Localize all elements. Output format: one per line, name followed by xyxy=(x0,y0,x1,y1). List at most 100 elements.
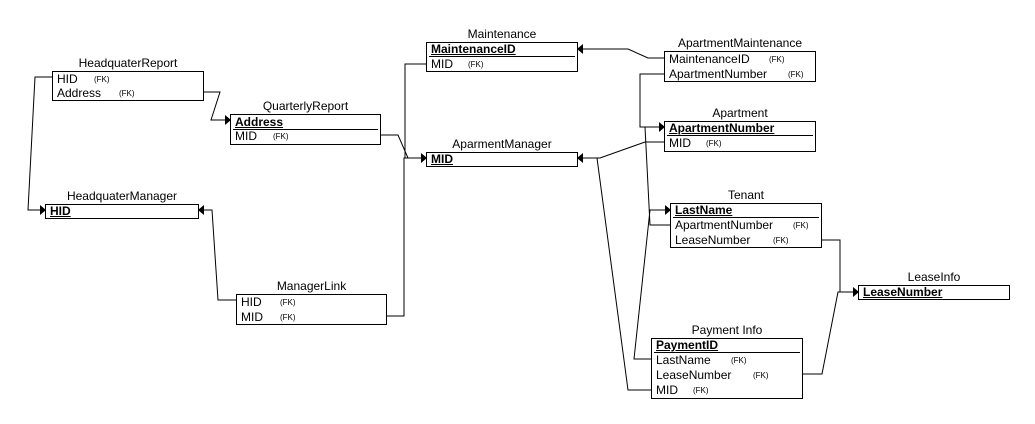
field-label: ApartmentNumber xyxy=(675,218,774,232)
arrow-quarterly xyxy=(225,115,231,125)
fk-tag: (FK) xyxy=(769,55,785,64)
field-label: MID xyxy=(656,383,678,397)
entity-apartment-maintenance: ApartmentMaintenance MaintenanceID (FK) A… xyxy=(664,36,816,82)
pk-divider xyxy=(667,135,813,136)
link-hqreport-quarterly xyxy=(203,91,230,121)
entity-manager-link: ManagerLink HID (FK) MID (FK) xyxy=(236,279,387,325)
entity-box: HID(FK) Address (FK) xyxy=(52,71,204,101)
primary-key-lastname: LastName xyxy=(675,203,733,217)
arrow-leaseinfo xyxy=(853,287,859,297)
field-hid: HID(FK) xyxy=(57,72,201,87)
pk-divider xyxy=(673,217,819,218)
link-aptmaint-maintenance xyxy=(578,48,664,59)
field-label: HID xyxy=(241,295,262,309)
field-label: MID xyxy=(241,310,263,324)
entity-lease-info: LeaseInfo LeaseNumber xyxy=(858,270,1010,300)
entity-box: ApartmentNumber MID(FK) xyxy=(664,121,816,152)
link-tenant-leaseinfo xyxy=(821,239,858,293)
fk-tag: (FK) xyxy=(280,313,296,322)
field-mid: MID (FK) xyxy=(241,310,384,325)
primary-key-leasenumber: LeaseNumber xyxy=(863,285,943,299)
entity-tenant: Tenant LastName ApartmentNumber (FK) Leas… xyxy=(670,188,822,248)
field-hid: HID (FK) xyxy=(241,295,384,310)
field-label: ApartmentNumber xyxy=(669,67,768,81)
entity-title: ApartmentMaintenance xyxy=(677,36,803,50)
field-maintenanceid: MaintenanceID (FK) xyxy=(669,52,813,67)
primary-key-apartmentnumber: ApartmentNumber xyxy=(669,121,775,135)
entity-title: Maintenance xyxy=(467,27,537,41)
fk-tag: (FK) xyxy=(753,371,769,380)
field-lastname: LastName (FK) xyxy=(656,353,800,368)
fk-tag: (FK) xyxy=(773,236,789,245)
field-label: MID xyxy=(669,136,691,150)
link-managerlink-aptmanager xyxy=(386,157,426,317)
field-label: LeaseNumber xyxy=(656,368,732,382)
field-label: MaintenanceID xyxy=(669,52,750,66)
entity-quarterly-report: QuarterlyReport Address MID(FK) xyxy=(230,99,381,145)
entity-box: LeaseNumber xyxy=(858,285,1010,300)
entity-title: Tenant xyxy=(727,188,765,202)
entity-title: Apartment xyxy=(712,106,768,120)
field-label: LastName xyxy=(656,353,711,367)
fk-tag: (FK) xyxy=(693,386,709,395)
field-label: LeaseNumber xyxy=(675,233,751,247)
entity-box: HID xyxy=(45,204,199,219)
pk-divider xyxy=(48,218,196,219)
primary-key-hid: HID xyxy=(50,204,71,218)
pk-divider xyxy=(654,352,800,353)
arrow-hqmanager-right xyxy=(198,205,204,215)
entity-title: HeadquaterReport xyxy=(78,56,178,70)
field-apartmentnumber: ApartmentNumber(FK) xyxy=(669,67,813,82)
entity-headquater-report: HeadquaterReport HID(FK) Address (FK) xyxy=(52,56,204,101)
field-leasenumber: LeaseNumber (FK) xyxy=(675,233,819,248)
field-leasenumber: LeaseNumber (FK) xyxy=(656,368,800,383)
link-maintenance-aptmanager xyxy=(404,63,426,159)
fk-tag: (FK) xyxy=(94,75,110,84)
pk-divider xyxy=(861,299,1007,300)
fk-tag: (FK) xyxy=(273,132,289,141)
entity-title: AparmentManager xyxy=(452,137,552,151)
entity-box: Address MID(FK) xyxy=(230,114,381,145)
entity-box: MID xyxy=(426,152,578,167)
entity-title: ManagerLink xyxy=(276,279,347,293)
link-hqreport-hqmanager xyxy=(27,76,53,211)
primary-key-address: Address xyxy=(235,115,284,129)
fk-tag: (FK) xyxy=(280,298,296,307)
entity-box: MaintenanceID MID(FK) xyxy=(426,42,578,72)
fk-tag: (FK) xyxy=(731,356,747,365)
entity-title: HeadquaterManager xyxy=(66,189,178,203)
link-quarterly-aptmanager xyxy=(380,134,426,159)
link-payment-tenant xyxy=(633,209,670,360)
entity-title: LeaseInfo xyxy=(907,270,961,284)
primary-key-maintenanceid: MaintenanceID xyxy=(431,42,516,56)
arrow-maintenance xyxy=(577,44,583,54)
entity-box: HID (FK) MID (FK) xyxy=(236,294,387,325)
entity-maintenance: Maintenance MaintenanceID MID(FK) xyxy=(426,27,578,72)
arrow-apartment xyxy=(659,122,665,132)
field-mid: MID(FK) xyxy=(669,136,813,151)
entity-box: MaintenanceID (FK) ApartmentNumber(FK) xyxy=(664,51,816,82)
entity-headquater-manager: HeadquaterManager HID xyxy=(45,189,199,219)
field-label: Address xyxy=(57,86,102,100)
link-payment-leaseinfo xyxy=(802,291,858,375)
arrow-tenant xyxy=(665,205,671,215)
link-managerlink-hqmanager xyxy=(199,209,237,301)
pk-divider xyxy=(429,56,575,57)
arrow-hqmanager-left xyxy=(40,205,46,215)
field-apartmentnumber: ApartmentNumber (FK) xyxy=(675,218,819,233)
entity-aparment-manager: AparmentManager MID xyxy=(426,137,578,167)
link-aptmaint-apartment xyxy=(639,73,664,128)
pk-divider xyxy=(233,129,378,130)
fk-tag: (FK) xyxy=(468,60,484,69)
entity-payment-info: Payment Info PaymentID LastName(FK) Leas… xyxy=(651,323,803,399)
field-address: Address (FK) xyxy=(57,86,201,101)
arrow-aptmanager-left xyxy=(421,153,427,163)
entity-title: Payment Info xyxy=(691,323,763,337)
link-tenant-apartment xyxy=(644,126,670,226)
entity-apartment: Apartment ApartmentNumber MID(FK) xyxy=(664,106,816,152)
fk-tag: (FK) xyxy=(119,89,135,98)
pk-divider xyxy=(429,166,575,167)
entity-box: PaymentID LastName(FK) LeaseNumber(FK) M… xyxy=(651,338,803,399)
fk-tag: (FK) xyxy=(793,221,809,230)
